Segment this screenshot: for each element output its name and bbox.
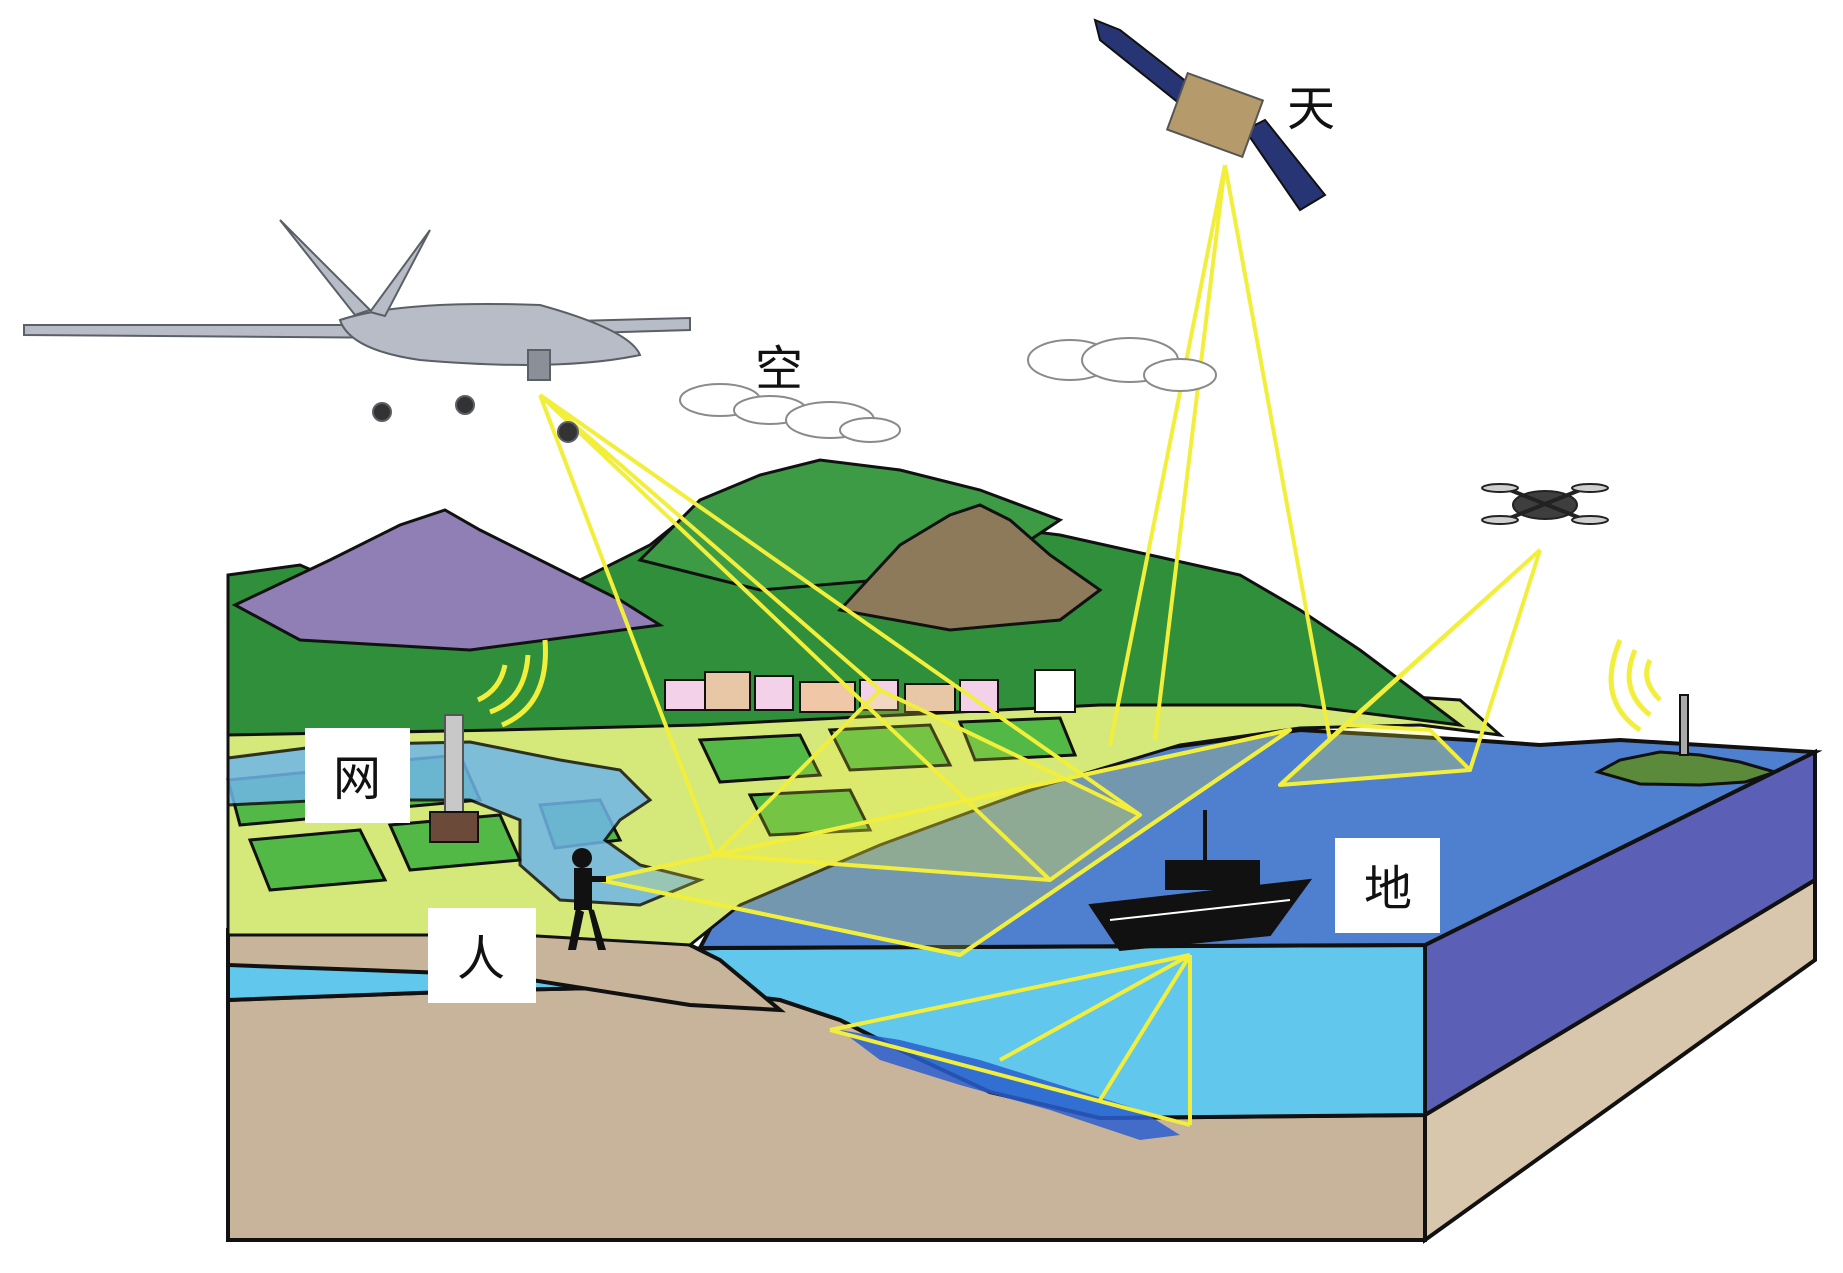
label-kong: 空	[755, 341, 803, 397]
cloud-left	[679, 383, 901, 443]
cloud-right	[1027, 337, 1217, 392]
monitoring-tower-base	[429, 811, 479, 843]
satellite-beam	[1108, 164, 1332, 746]
survey-ship	[1088, 810, 1313, 952]
svg-text:地: 地	[1364, 861, 1412, 917]
svg-text:网: 网	[333, 751, 381, 807]
surveyor-person	[568, 848, 606, 950]
quadcopter-drone	[1481, 483, 1609, 525]
satellite	[1093, 18, 1327, 212]
svg-text:天: 天	[1287, 81, 1335, 137]
satellite-panel-right	[1243, 118, 1327, 212]
village	[664, 669, 1076, 713]
island	[1594, 750, 1781, 787]
uav-aircraft	[23, 219, 691, 443]
island-tower	[1679, 694, 1689, 756]
svg-text:人: 人	[457, 931, 505, 987]
drone-footprint	[1278, 723, 1472, 787]
sonar-seabed-scan	[840, 1030, 1180, 1140]
label-ren: 人	[428, 908, 536, 1003]
satellite-body	[1165, 71, 1265, 159]
svg-text:空: 空	[755, 341, 803, 397]
uav-gimbal	[527, 349, 551, 381]
mountain-left	[231, 508, 665, 652]
label-tian: 天	[1287, 81, 1335, 137]
sensing-beams	[538, 164, 1542, 1127]
uav-fuselage	[338, 303, 642, 366]
uav-tail-right	[368, 229, 431, 318]
label-wang: 网	[305, 728, 410, 823]
handheld-footprint	[598, 728, 1292, 957]
uav-beam	[538, 393, 1142, 882]
sonar-beam	[829, 953, 1192, 1127]
signal-waves	[476, 639, 1662, 733]
mountain-right	[837, 503, 1103, 632]
uav-tail-left	[279, 219, 372, 317]
label-di: 地	[1335, 838, 1440, 933]
monitoring-tower	[444, 714, 464, 816]
